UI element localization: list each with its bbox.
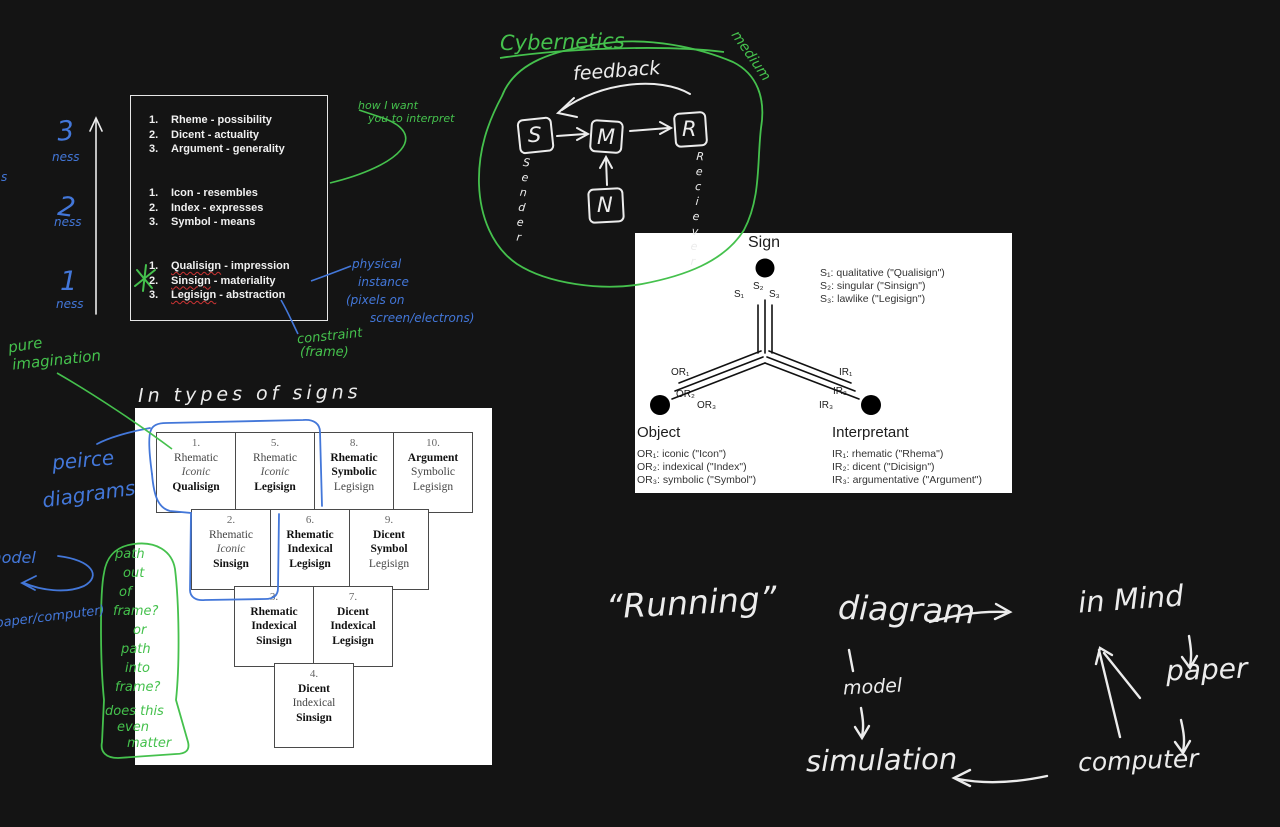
- ir1-label: IR₁: [839, 367, 853, 378]
- arrow-m-to-r-icon: [629, 121, 674, 135]
- interpret-note-line1: how I want: [358, 99, 418, 112]
- axis-label-2-ness: ness: [54, 215, 82, 229]
- computer-label: computer: [1077, 743, 1200, 778]
- diagram-tick-stroke: [847, 648, 855, 673]
- list-item: 2.Index - expresses: [149, 201, 264, 214]
- medium-note: medium: [727, 27, 774, 85]
- s3-label: S₃: [769, 289, 780, 300]
- list-item: 3.Symbol - means: [149, 216, 256, 228]
- axis-label-1: 1: [60, 266, 78, 297]
- interpretant-node-dot: [861, 395, 881, 415]
- path-frame-note: path out of frame? or path into frame?: [113, 547, 161, 695]
- message-box-letter: M: [597, 125, 616, 149]
- model-label: model: [842, 674, 903, 700]
- feedback-arrow-icon: [555, 82, 691, 118]
- peirce-note-line1: peirce: [51, 445, 116, 475]
- arrow-model-to-simulation-icon: [853, 706, 871, 741]
- list-item: 3.Argument - generality: [149, 143, 285, 155]
- or-legend: OR₁: iconic ("Icon") OR₂: indexical ("In…: [637, 448, 757, 486]
- simulation-label: simulation: [805, 741, 958, 779]
- matter-note: does this even matter: [105, 704, 172, 751]
- interpretant-label: Interpretant: [832, 424, 909, 441]
- in-mind-label: in Mind: [1076, 578, 1185, 620]
- ir2-label: IR₂: [833, 386, 847, 397]
- axis-label-3: 3: [55, 115, 76, 148]
- list-item: 3.Legisign - abstraction: [149, 289, 286, 301]
- peirce-note-line2: diagrams: [40, 475, 137, 513]
- paper-computer-edge-note: (paper/computer): [0, 603, 106, 632]
- noise-box-letter: N: [597, 193, 613, 217]
- arrow-computer-to-simulation-icon: [951, 768, 1049, 788]
- axis-up-arrow-icon: [89, 116, 103, 315]
- axis-label-1-ness: ness: [56, 297, 84, 311]
- or1-label: OR₁: [671, 367, 690, 378]
- axis-label-3-ness: ness: [52, 150, 80, 164]
- arrow-s-to-m-icon: [556, 127, 591, 141]
- or3-label: OR₃: [697, 400, 717, 411]
- trichotomy-list-box[interactable]: 1.Rheme - possibility 2.Dicent - actuali…: [130, 95, 328, 321]
- sender-vertical-label: Sender: [511, 155, 534, 247]
- s2-label: S₂: [753, 281, 764, 292]
- interpret-note-line2: you to interpret: [368, 112, 455, 125]
- arrow-n-to-m-icon: [599, 154, 613, 186]
- cybernetics-title: Cybernetics: [499, 28, 625, 56]
- diagram-label: diagram: [837, 587, 976, 632]
- types-of-signs-title: In types of signs: [137, 381, 362, 407]
- sender-box-letter: S: [528, 123, 542, 147]
- list-item: 1.Icon - resembles: [149, 187, 258, 199]
- feedback-label: feedback: [572, 56, 661, 86]
- physical-instance-note: physical instance (pixels on screen/elec…: [346, 257, 475, 325]
- arrow-up-to-mind-icon: [1094, 646, 1142, 739]
- sign-trichotomy-list: 1.Qualisign - impression 2.Sinsign - mat…: [149, 259, 290, 303]
- interpretant-trichotomy-list: 1.Rheme - possibility 2.Dicent - actuali…: [149, 113, 285, 157]
- list-item: 1.Rheme - possibility: [149, 114, 272, 126]
- list-item: 2.Dicent - actuality: [149, 128, 260, 141]
- s-legend: S₁: qualitative ("Qualisign") S₂: singul…: [820, 267, 945, 305]
- list-item: 1.Qualisign - impression: [149, 260, 290, 272]
- object-label: Object: [637, 424, 681, 441]
- sign-trident-image[interactable]: Sign S₁ S₂ S₃ S₁: qualitative ("Qualisig…: [635, 233, 1012, 493]
- running-label: “Running”: [605, 578, 778, 627]
- paper-label: paper: [1165, 651, 1249, 688]
- list-item: 2.Sinsign - materiality: [149, 274, 276, 287]
- receiver-box-letter: R: [682, 117, 697, 141]
- model-edge-note: model: [0, 548, 36, 567]
- stray-s-mark: s: [1, 170, 8, 184]
- constraint-note-line2: (frame): [300, 345, 349, 360]
- ir-legend: IR₁: rhematic ("Rhema") IR₂: dicent ("Di…: [832, 448, 983, 486]
- sign-title: Sign: [748, 234, 781, 251]
- or2-label: OR₂: [676, 389, 695, 400]
- s1-label: S₁: [734, 289, 745, 300]
- sign-node-dot: [755, 258, 775, 278]
- object-node-dot: [650, 395, 670, 415]
- ir3-label: IR₃: [819, 400, 834, 411]
- object-trichotomy-list: 1.Icon - resembles 2.Index - expresses 3…: [149, 186, 263, 230]
